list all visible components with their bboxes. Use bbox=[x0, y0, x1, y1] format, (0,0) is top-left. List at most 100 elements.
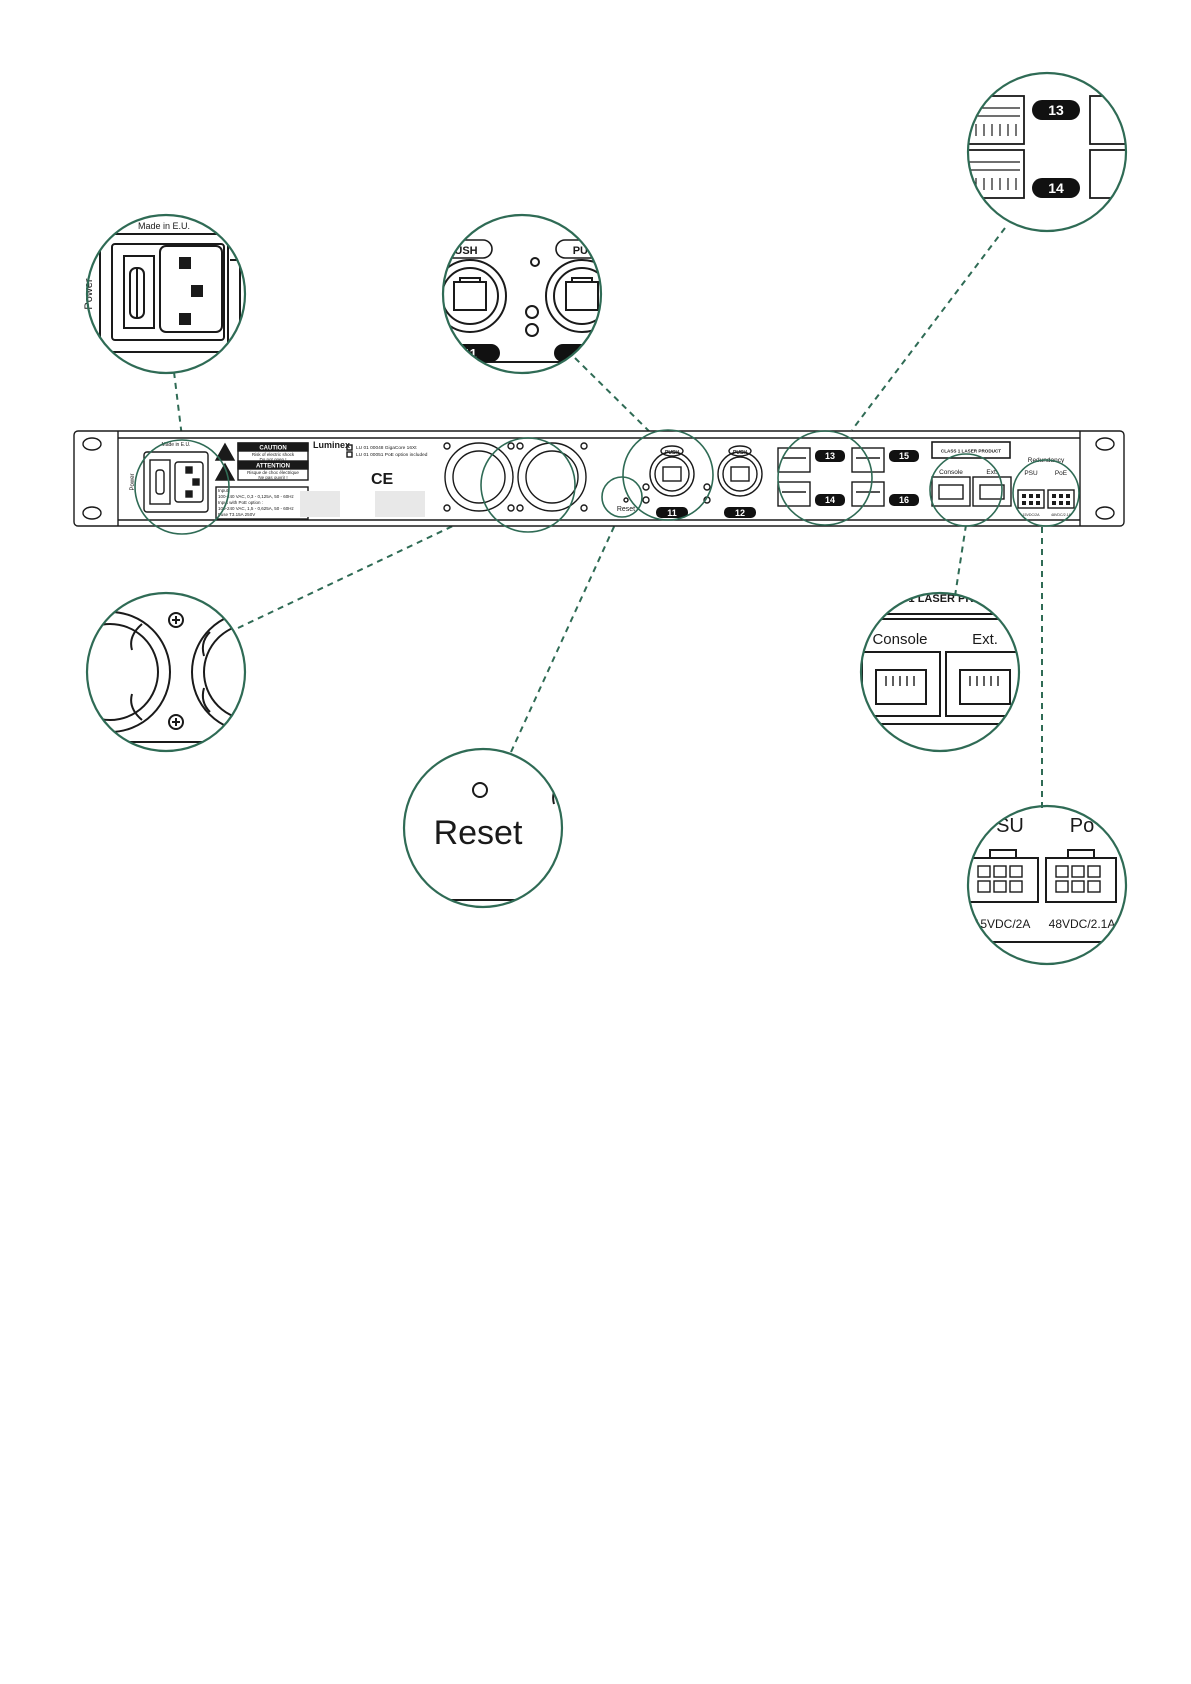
ring-sfp bbox=[777, 430, 873, 526]
badge-14: 14 bbox=[825, 495, 835, 505]
ethercon-port-12 bbox=[717, 445, 763, 497]
rating-line1: Input bbox=[218, 488, 229, 493]
leader-console bbox=[954, 524, 967, 597]
sfp-cage-15 bbox=[851, 447, 885, 473]
rack-panel bbox=[73, 430, 1125, 527]
callout-reset-label: Reset bbox=[434, 814, 523, 852]
callout-power: Made in E.U. Power bbox=[83, 213, 247, 375]
badge-12: 12 bbox=[735, 508, 745, 518]
model-line1: LU 01 00048 GigaCore 16Xt bbox=[356, 445, 417, 451]
callout-reset: Reset bbox=[402, 747, 564, 909]
panel-text: Made in E.U. Power CAUTION Risk of elect… bbox=[130, 440, 1072, 517]
power-switch bbox=[149, 459, 171, 505]
attention-title: ATTENTION bbox=[256, 464, 290, 470]
panel-power-label: Power bbox=[130, 473, 136, 490]
model-checkbox bbox=[346, 444, 353, 451]
warning-triangle-icon bbox=[214, 462, 236, 481]
callout-badge-14: 14 bbox=[1048, 180, 1064, 196]
callout-ethercon: USH PUS 11 12 bbox=[441, 213, 603, 375]
push-label-11: PUSH bbox=[665, 450, 679, 456]
psu-connector bbox=[1017, 489, 1045, 509]
iec-socket bbox=[174, 461, 204, 503]
callout-psu-partial: SU bbox=[996, 815, 1024, 837]
fan-left bbox=[443, 442, 515, 512]
rack-hole bbox=[82, 506, 102, 520]
callout-push-left: USH bbox=[454, 245, 477, 257]
leader-reset bbox=[510, 517, 619, 753]
panel-console-label: Console bbox=[939, 469, 963, 476]
panel-port-badges: 11 12 13 14 15 16 bbox=[656, 450, 919, 518]
caution-line2: Do not open ! bbox=[259, 457, 286, 462]
panel-psu-label: PSU bbox=[1024, 470, 1038, 477]
ce-mark: CE bbox=[371, 471, 394, 488]
caution-line1: Risk of electric shock bbox=[252, 452, 295, 457]
laser-label: CLASS 1 LASER PRODUCT bbox=[941, 449, 1001, 454]
poe-connector bbox=[1047, 489, 1075, 509]
badge-11: 11 bbox=[667, 508, 677, 518]
ring-ethercon bbox=[622, 429, 714, 521]
ring-power bbox=[134, 439, 230, 535]
console-port bbox=[931, 476, 971, 507]
leader-lines bbox=[173, 227, 1043, 808]
callout-ring-sfp bbox=[966, 71, 1128, 233]
ring-fans bbox=[480, 437, 576, 533]
rack-hole bbox=[82, 437, 102, 451]
warning-triangle-icon bbox=[214, 442, 236, 461]
ethercon-port-11 bbox=[649, 445, 695, 497]
callout-made-in: Made in E.U. bbox=[138, 221, 190, 231]
rating-line3: Input with PoE option : bbox=[218, 500, 263, 505]
fan-screw-icon bbox=[168, 714, 184, 730]
fan-screw-icon bbox=[168, 612, 184, 628]
leader-power bbox=[173, 371, 183, 438]
sfp-cage-14 bbox=[777, 481, 811, 507]
fan-right bbox=[516, 442, 588, 512]
leader-sfp bbox=[851, 227, 1006, 431]
leader-ethercon bbox=[574, 357, 656, 438]
reset-pinhole bbox=[623, 497, 629, 503]
leader-fans bbox=[237, 524, 456, 629]
callout-console: S 1 LASER PRO Console Ext. bbox=[859, 591, 1021, 753]
panel-highlight-rings bbox=[134, 429, 1080, 535]
model-checkbox bbox=[346, 451, 353, 458]
rating-line5: Fuse T3.15A 250V bbox=[218, 512, 255, 517]
callout-ring-console bbox=[859, 591, 1021, 753]
callout-ring-reset bbox=[402, 747, 564, 909]
caution-title: CAUTION bbox=[259, 446, 286, 452]
ring-console bbox=[929, 453, 1003, 527]
panel-ext-label: Ext. bbox=[986, 469, 997, 476]
model-line2: LU 01 00051 PoE option included bbox=[356, 452, 428, 458]
callout-poe-partial: Po bbox=[1070, 815, 1094, 837]
callout-reset-pinhole bbox=[472, 782, 488, 798]
callout-console-label: Console bbox=[872, 631, 927, 648]
rating-line2: 100-240 VAC, 0,3 - 0,125A, 50 - 60Hz bbox=[218, 494, 294, 499]
callout-sfp: 13 14 bbox=[966, 71, 1128, 233]
rack-hole bbox=[1095, 506, 1115, 520]
callout-ring-power bbox=[85, 213, 247, 375]
panel-reset-label: Reset bbox=[617, 506, 635, 513]
sfp-cage-13 bbox=[777, 447, 811, 473]
rack-hole bbox=[1095, 437, 1115, 451]
callout-badge-13: 13 bbox=[1048, 102, 1064, 118]
callout-ring-fans bbox=[85, 591, 247, 753]
attention-line2: Ne pas ouvrir ! bbox=[258, 475, 287, 480]
callout-poe-rating: 48VDC/2.1A bbox=[1049, 917, 1116, 931]
ring-reset bbox=[601, 476, 643, 518]
callout-ring-ethercon bbox=[441, 213, 603, 375]
ring-redundancy bbox=[1012, 459, 1080, 527]
callout-ring-redundancy bbox=[966, 804, 1128, 966]
callout-ext-label: Ext. bbox=[972, 631, 998, 648]
sfp-cage-16 bbox=[851, 481, 885, 507]
callout-psu-rating: 15VDC/2A bbox=[974, 917, 1031, 931]
panel-poe-label: PoE bbox=[1055, 470, 1068, 477]
ext-port bbox=[972, 476, 1012, 507]
badge-16: 16 bbox=[899, 495, 909, 505]
callout-power-label: Power bbox=[83, 278, 95, 310]
brand-logo: Luminex bbox=[313, 440, 350, 450]
panel-poe-rating: 48VDC/2.1A bbox=[1051, 513, 1072, 517]
badge-15: 15 bbox=[899, 451, 909, 461]
push-label-12: PUSH bbox=[733, 450, 747, 456]
attention-line1: Risque de choc électrique bbox=[247, 470, 299, 475]
panel-made-in: Made in E.U. bbox=[162, 442, 191, 448]
panel-psu-rating: 15VDC/2A bbox=[1023, 513, 1041, 517]
